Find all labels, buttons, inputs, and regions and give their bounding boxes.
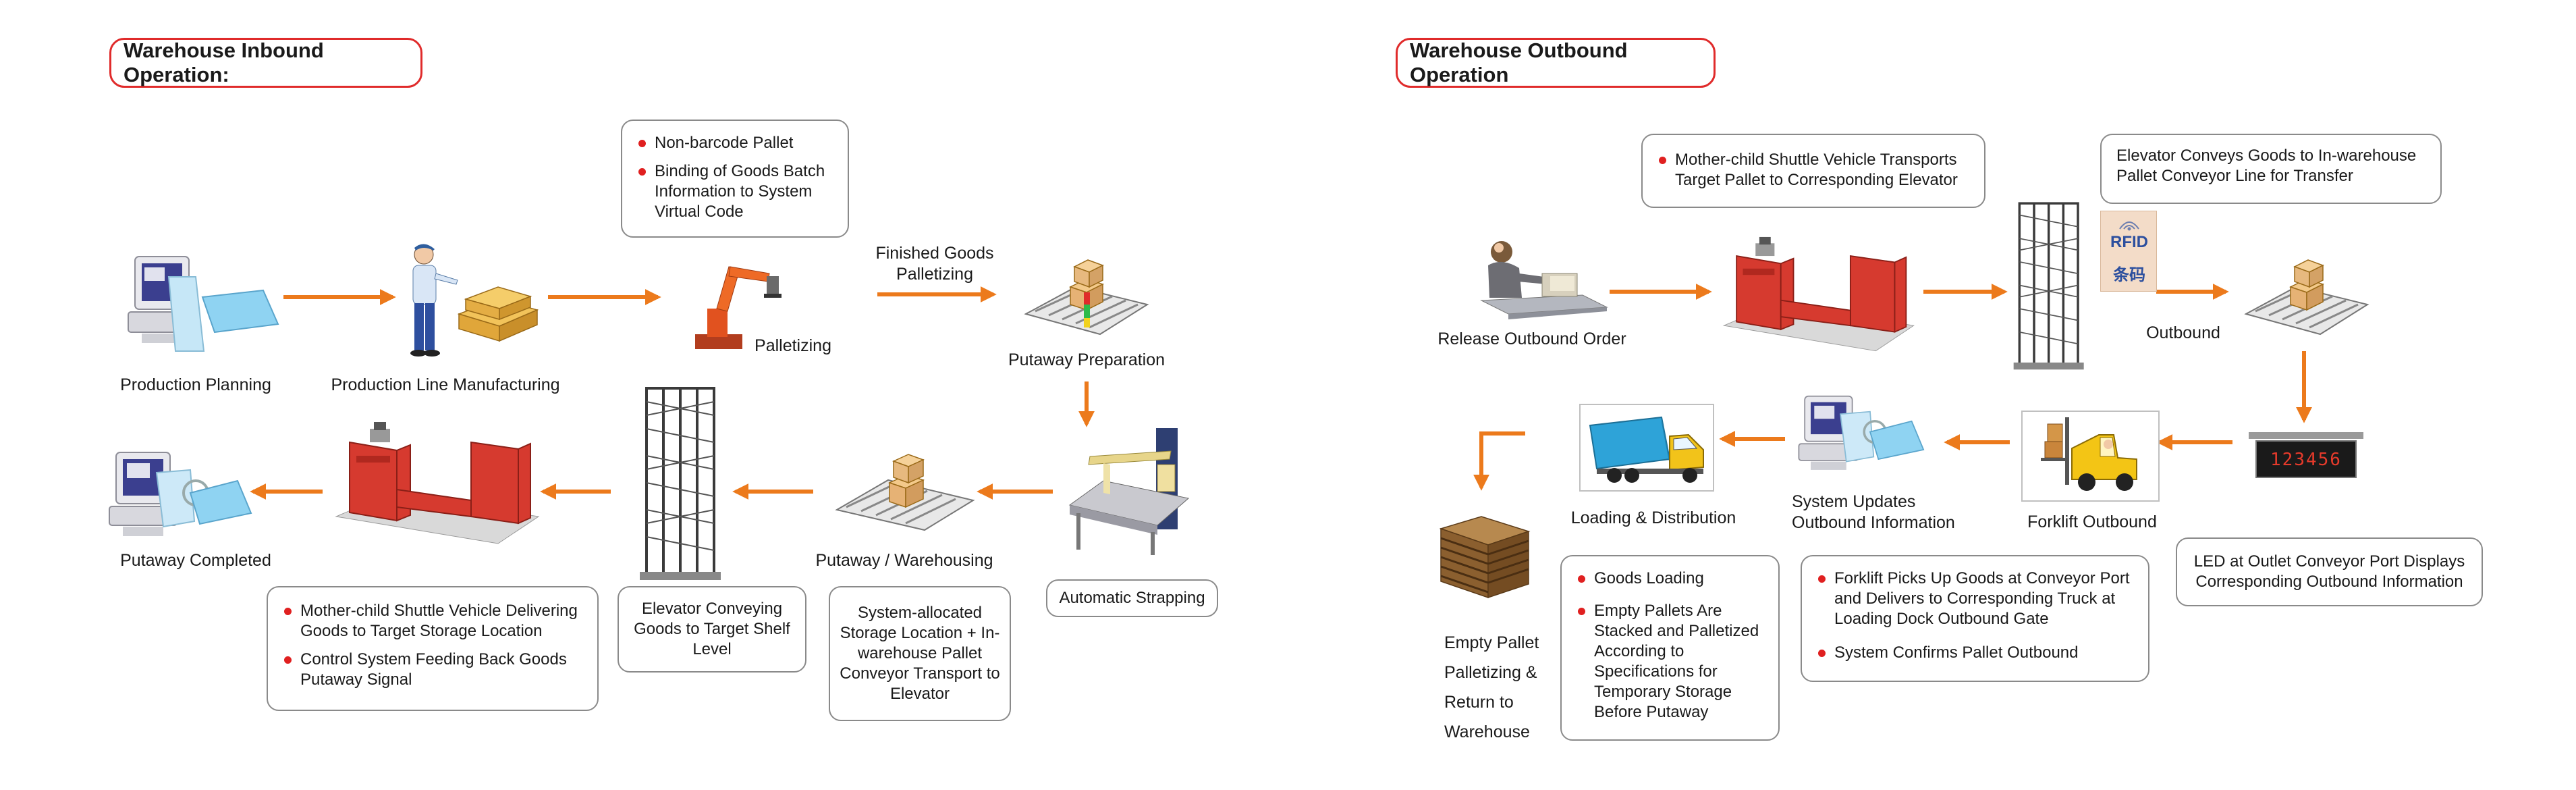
- goods-loading-list: Goods Loading Empty Pallets Are Stacked …: [1572, 569, 1767, 722]
- outbound-conveyor-icon: [2244, 259, 2369, 336]
- strapping-machine-icon: [1068, 428, 1190, 555]
- pallet-info-list: Non-barcode Pallet Binding of Goods Batc…: [633, 133, 837, 222]
- production-line-label: Production Line Manufacturing: [331, 375, 560, 394]
- empty-pallet-label: Empty Pallet Palletizing & Return to War…: [1444, 628, 1545, 747]
- pallet-info-item: Binding of Goods Batch Information to Sy…: [633, 161, 837, 222]
- truck-icon: [1589, 416, 1704, 483]
- worker-with-boxes-icon: [410, 244, 539, 357]
- led-outlet-box: LED at Outlet Conveyor Port Displays Cor…: [2176, 537, 2483, 606]
- goods-loading-item: Goods Loading: [1572, 569, 1767, 589]
- empty-pallet-line: Warehouse: [1444, 722, 1530, 741]
- finished-goods-label: Finished Goods Palletizing: [875, 244, 994, 284]
- pallet-stack-icon: [1439, 516, 1531, 599]
- goods-loading-item: Empty Pallets Are Stacked and Palletized…: [1572, 601, 1767, 722]
- elevator-conveying-box: Elevator Conveying Goods to Target Shelf…: [618, 586, 806, 673]
- putaway-preparation-label: Putaway Preparation: [1008, 350, 1166, 369]
- system-updates-computer-icon: [1798, 395, 1925, 470]
- empty-pallet-line: Empty Pallet: [1444, 633, 1539, 652]
- shuttle-transports-item: Mother-child Shuttle Vehicle Transports …: [1653, 150, 1973, 190]
- production-planning-label: Production Planning: [120, 375, 271, 394]
- elevator-rack-icon: [640, 387, 721, 580]
- elevator-conveying-text: Elevator Conveying Goods to Target Shelf…: [634, 600, 790, 658]
- palletizing-label: Palletizing: [755, 336, 831, 355]
- forklift-picks-item: Forklift Picks Up Goods at Conveyor Port…: [1813, 569, 2137, 629]
- shuttle-vehicle-icon: [335, 422, 540, 544]
- shuttle-delivering-box: Mother-child Shuttle Vehicle Delivering …: [267, 586, 599, 711]
- palletizing-robot-icon: [695, 266, 782, 349]
- putaway-completed-label: Putaway Completed: [120, 551, 271, 570]
- putaway-warehousing-label: Putaway / Warehousing: [815, 551, 993, 570]
- barcode-text: 条码: [2113, 265, 2145, 284]
- pallet-info-box: Non-barcode Pallet Binding of Goods Batc…: [621, 120, 849, 238]
- outbound-title: Warehouse Outbound Operation: [1396, 38, 1716, 88]
- forklift-outbound-label: Forklift Outbound: [2027, 512, 2157, 531]
- elevator-conveys-text: Elevator Conveys Goods to In-warehouse P…: [2116, 147, 2417, 185]
- forklift-picks-list: Forklift Picks Up Goods at Conveyor Port…: [1813, 569, 2137, 663]
- warehousing-conveyor-icon: [835, 454, 975, 531]
- person-at-desk-icon: [1480, 241, 1608, 319]
- rfid-waves-icon: [2119, 221, 2139, 231]
- forklift-icon: [2041, 417, 2137, 491]
- empty-pallet-line: Palletizing &: [1444, 663, 1537, 682]
- release-order-label: Release Outbound Order: [1437, 330, 1626, 348]
- shuttle-transports-box: Mother-child Shuttle Vehicle Transports …: [1641, 134, 1985, 208]
- outbound-elevator-rack-icon: [2013, 202, 2084, 370]
- forklift-picks-box: Forklift Picks Up Goods at Conveyor Port…: [1801, 555, 2149, 682]
- completed-computer-icon: [109, 452, 252, 536]
- roller-conveyor-with-cartons-icon: [1024, 259, 1149, 336]
- computer-icon: [128, 256, 279, 352]
- automatic-strapping-box: Automatic Strapping: [1046, 579, 1218, 617]
- rfid-text: RFID: [2110, 233, 2148, 251]
- led-display: 123456: [2249, 432, 2363, 488]
- outbound-label: Outbound: [2146, 323, 2220, 342]
- automatic-strapping-text: Automatic Strapping: [1059, 589, 1205, 607]
- loading-distribution-label: Loading & Distribution: [1570, 508, 1736, 527]
- shuttle-delivering-item: Control System Feeding Back Goods Putawa…: [279, 650, 586, 690]
- arrow-truck-to-empty-pallet: [1473, 431, 1525, 491]
- inbound-title: Warehouse Inbound Operation:: [109, 38, 422, 88]
- elevator-conveys-box: Elevator Conveys Goods to In-warehouse P…: [2100, 134, 2442, 204]
- shuttle-delivering-list: Mother-child Shuttle Vehicle Delivering …: [279, 601, 586, 690]
- empty-pallet-line: Return to: [1444, 693, 1514, 712]
- system-allocated-box: System-allocated Storage Location + In-w…: [829, 586, 1011, 721]
- rfid-badge: RFID 条码: [2100, 211, 2157, 292]
- outbound-shuttle-icon: [1722, 236, 1915, 352]
- shuttle-delivering-item: Mother-child Shuttle Vehicle Delivering …: [279, 601, 586, 641]
- led-outlet-text: LED at Outlet Conveyor Port Displays Cor…: [2193, 552, 2465, 591]
- shuttle-transports-list: Mother-child Shuttle Vehicle Transports …: [1653, 150, 1973, 190]
- system-updates-label: System Updates Outbound Information: [1792, 492, 1955, 532]
- system-allocated-text: System-allocated Storage Location + In-w…: [840, 604, 1000, 703]
- pallet-info-item: Non-barcode Pallet: [633, 133, 837, 153]
- goods-loading-box: Goods Loading Empty Pallets Are Stacked …: [1560, 555, 1780, 741]
- led-digits: 123456: [2270, 450, 2342, 470]
- forklift-picks-item: System Confirms Pallet Outbound: [1813, 643, 2137, 663]
